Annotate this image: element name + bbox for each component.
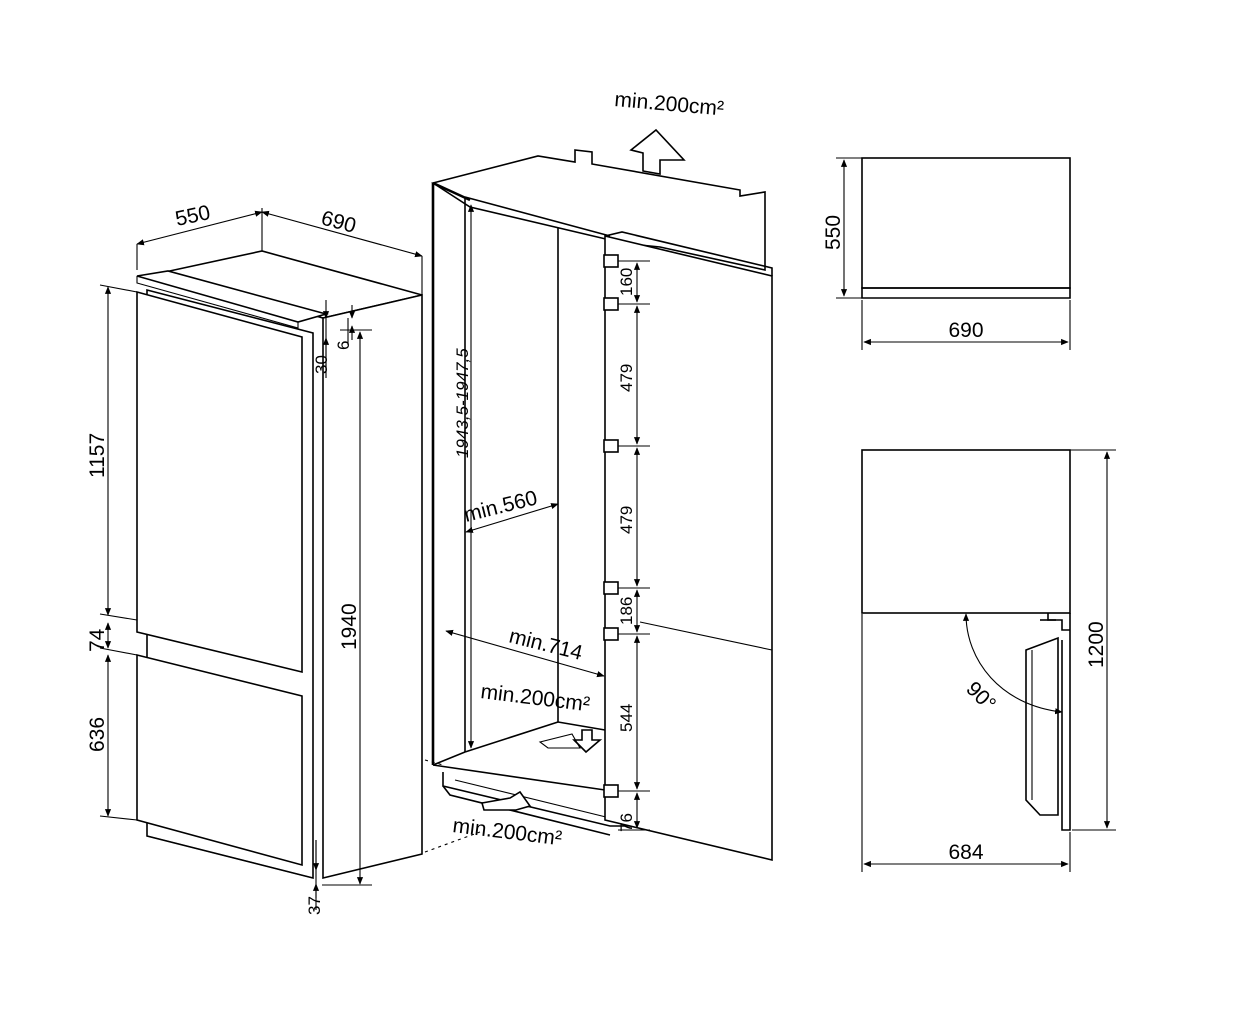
vent-top-arrow: [629, 128, 686, 175]
hinge-spacing-3: 479: [617, 506, 636, 534]
top-offset-a-label: 30: [312, 355, 331, 374]
top-view: 550 690: [822, 157, 1071, 350]
bottom-offset-label: 37: [305, 896, 324, 915]
niche-min-width-label: min.560: [462, 486, 540, 526]
lower-door-height-label: 636: [86, 717, 109, 752]
appliance-view: [136, 250, 423, 880]
upper-door-height-label: 1157: [86, 433, 109, 478]
niche-view: [424, 128, 773, 862]
vent-mid-label: min.200cm²: [479, 680, 591, 716]
top-offset-b-label: 6: [334, 341, 353, 350]
hinge-spacing-6: 76: [617, 813, 636, 832]
hinge-spacing-5: 544: [617, 704, 636, 732]
vent-bottom-arrow: [480, 790, 532, 811]
hinge-spacing-1: 160: [617, 268, 636, 296]
niche-height-label: 1943,5-1947,5: [453, 348, 472, 458]
top-view-depth-label: 550: [822, 215, 845, 250]
door-angle-label: 90°: [961, 677, 1000, 716]
door-view: 90° 1200 684: [861, 449, 1116, 872]
hinge-spacing-4: 186: [617, 597, 636, 625]
door-gap-label: 74: [86, 628, 109, 652]
total-height-label: 1940: [338, 603, 361, 650]
door-view-height-label: 1200: [1085, 621, 1108, 668]
door-view-width-label: 684: [948, 841, 983, 864]
hinge-set: [603, 254, 619, 798]
depth-label: 690: [319, 207, 359, 238]
top-view-width-label: 690: [948, 319, 983, 342]
vent-mid-arrow: [572, 729, 603, 754]
hinge-spacing-2: 479: [617, 364, 636, 392]
vent-top-label: min.200cm²: [614, 88, 725, 120]
